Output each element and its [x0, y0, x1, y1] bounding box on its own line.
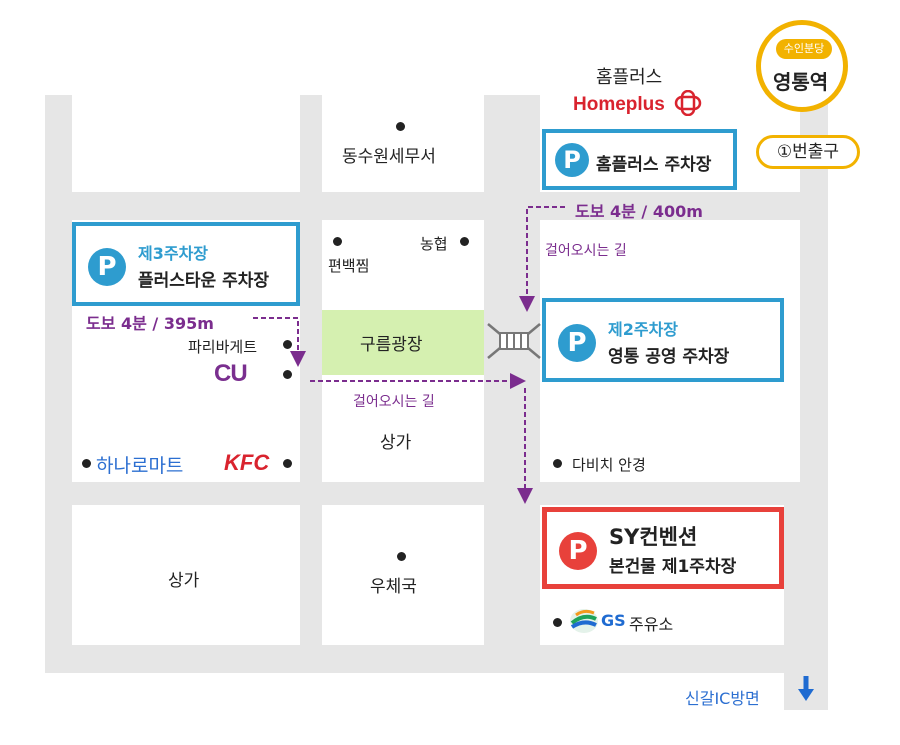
homeplus-name: 홈플러스 — [596, 67, 663, 88]
homeplus-parking-label: 홈플러스 주차장 — [596, 155, 712, 175]
parking-lot-2[interactable]: P 제2주차장 영통 공영 주차장 — [542, 298, 784, 382]
map-pin — [553, 618, 562, 627]
map-pin — [283, 340, 292, 349]
kfc-logo: KFC — [224, 450, 270, 475]
parking-lot-3[interactable]: P 제3주차장 플러스타운 주차장 — [72, 222, 300, 306]
post-office-label: 우체국 — [370, 577, 417, 597]
direction-label: 신갈IC방면 — [685, 689, 760, 708]
parking-icon: P — [88, 248, 126, 286]
homeplus-logo-text: Homeplus — [573, 94, 665, 115]
gs-logo-text: GS — [601, 611, 626, 630]
route-lot3 — [253, 317, 306, 367]
paris-baguette-label: 파리바게트 — [188, 338, 258, 356]
parking-icon: P — [555, 143, 589, 177]
map-pin — [283, 370, 292, 379]
lot2-name: 영통 공영 주차장 — [608, 347, 730, 367]
map-pin — [283, 459, 292, 468]
shops-center-label: 상가 — [380, 433, 412, 453]
gas-station-label: 주유소 — [629, 615, 674, 634]
map-pin — [396, 122, 405, 131]
map-pin — [553, 459, 562, 468]
map-pin — [82, 459, 91, 468]
cloud-plaza — [322, 310, 484, 375]
parking-icon: P — [558, 324, 596, 362]
route-homeplus — [519, 206, 565, 312]
lot1-name: 본건물 제1주차장 — [609, 557, 737, 577]
tax-office-label: 동수원세무서 — [342, 147, 436, 167]
nonghyup-label: 농협 — [420, 235, 448, 253]
parking-lot-1[interactable]: P SY컨벤션 본건물 제1주차장 — [542, 507, 784, 589]
cu-logo: CU — [214, 360, 248, 388]
city-block — [72, 505, 300, 645]
lot3-name: 플러스타운 주차장 — [138, 271, 270, 291]
map-pin — [333, 237, 342, 246]
lot1-title: SY컨벤션 — [609, 525, 698, 549]
station-name: 영통역 — [773, 70, 829, 94]
lot2-title: 제2주차장 — [608, 320, 679, 339]
walk-path-label-center: 걸어오시는 길 — [353, 394, 435, 410]
arrow-down-icon — [798, 676, 814, 701]
station-circle — [756, 20, 848, 112]
lot3-walk-distance: 도보 4분 / 395m — [86, 314, 214, 333]
homeplus-parking[interactable]: P 홈플러스 주차장 — [542, 129, 737, 190]
plaza-label: 구름광장 — [360, 335, 423, 355]
parking-icon: P — [559, 532, 597, 570]
gs-logo-icon — [570, 609, 598, 633]
station-line-badge: 수인분당 — [776, 39, 832, 59]
city-block — [322, 505, 484, 645]
city-block — [72, 95, 300, 192]
homeplus-cross-icon — [674, 89, 702, 117]
city-block — [322, 95, 484, 192]
map-pin — [460, 237, 469, 246]
map-pin — [397, 552, 406, 561]
davichi-label: 다비치 안경 — [572, 456, 646, 474]
station-exit-badge: ①번출구 — [756, 135, 860, 169]
homeplus-logo: Homeplus — [573, 89, 703, 117]
hanaro-mart-label: 하나로마트 — [96, 455, 184, 477]
shops-left-label: 상가 — [168, 571, 200, 591]
homeplus-walk-distance: 도보 4분 / 400m — [575, 202, 703, 221]
crosswalk-icon — [487, 323, 541, 359]
cu-logo-text: CU — [214, 360, 248, 387]
walk-path-label-right: 걸어오시는 길 — [545, 243, 627, 259]
lot3-title: 제3주차장 — [138, 244, 209, 263]
pyeonbaekjjim-label: 편백찜 — [328, 257, 370, 275]
